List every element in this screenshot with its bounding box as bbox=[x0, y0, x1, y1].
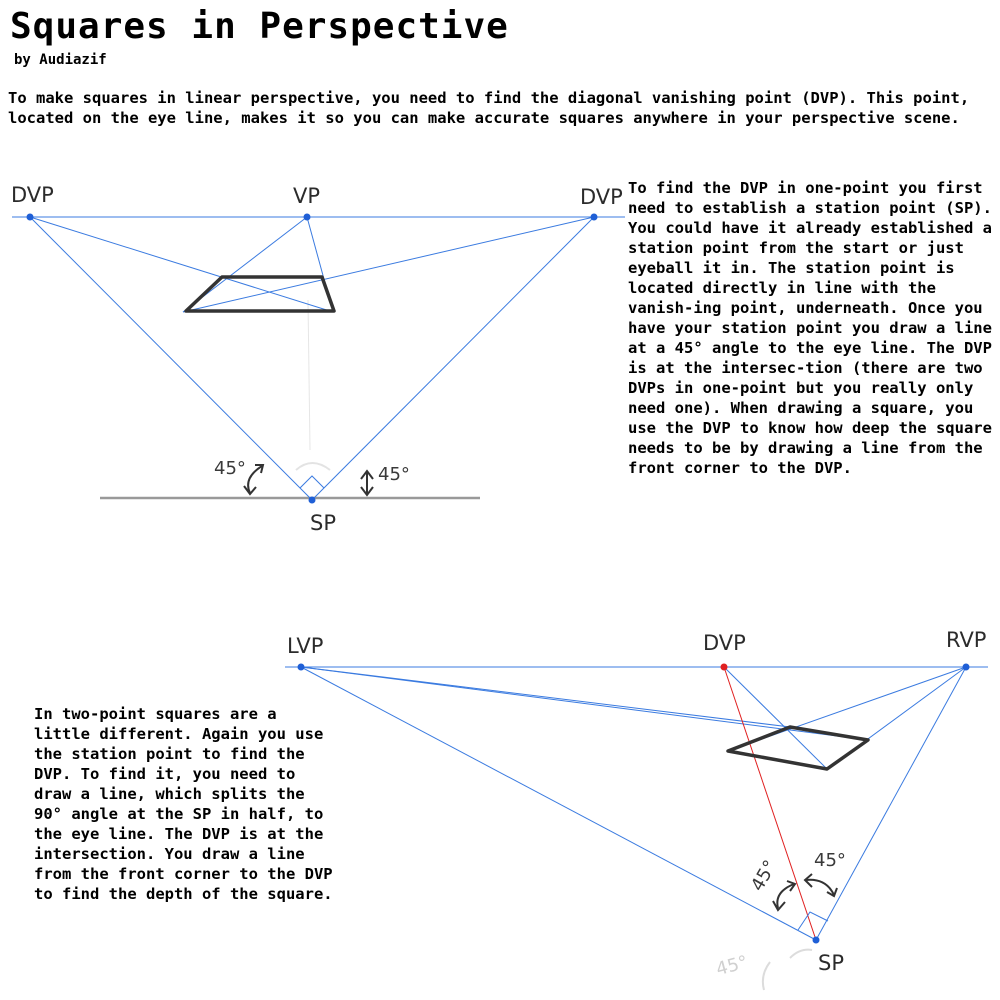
intro-paragraph: To make squares in linear perspective, y… bbox=[8, 89, 970, 127]
label-angle-b: 45° bbox=[814, 850, 846, 871]
sp-point-two-point bbox=[812, 936, 820, 944]
angle-arrow-right-head-b bbox=[360, 486, 374, 497]
label-lvp: LVP bbox=[287, 634, 323, 658]
dvp-point bbox=[720, 663, 728, 671]
label-angle-a: 45° bbox=[747, 857, 781, 895]
sp-to-left-dvp-line bbox=[29, 216, 313, 501]
angle-arrow-left-head-a bbox=[243, 485, 257, 496]
angle-arrow-left bbox=[247, 465, 263, 494]
ghost-arrow-right bbox=[789, 948, 813, 959]
lvp-point bbox=[297, 663, 305, 671]
right-angle-mark-two-point bbox=[797, 911, 829, 931]
front-right-to-left-dvp bbox=[29, 216, 334, 313]
ghost-arrow-left bbox=[761, 961, 771, 991]
one-point-square bbox=[184, 275, 336, 313]
vp-point bbox=[303, 213, 311, 221]
two-point-diagram: LVP DVP RVP SP 45° 45° 45° bbox=[285, 628, 988, 991]
author-byline: by Audiazif bbox=[14, 52, 107, 68]
one-point-explanation: To find the DVP in one-point you first n… bbox=[628, 179, 992, 477]
angle-arrow-b-head-b bbox=[826, 887, 838, 898]
angle-arrow-right-head-a bbox=[360, 469, 374, 480]
vp-to-sp-guide bbox=[307, 299, 311, 451]
dvp-left-point bbox=[26, 213, 34, 221]
rvp-point bbox=[962, 663, 970, 671]
sp-to-dvp-bisector bbox=[723, 666, 817, 941]
lvp-to-sp-line bbox=[300, 666, 817, 941]
two-point-square bbox=[726, 725, 870, 771]
label-rvp: RVP bbox=[946, 628, 986, 652]
label-angle-ghost: 45° bbox=[714, 952, 750, 981]
angle-arrow-a-head-a bbox=[772, 900, 786, 912]
angle-arrow-a-head-b bbox=[786, 880, 797, 892]
label-dvp: DVP bbox=[703, 631, 746, 655]
angle-arrow-b bbox=[805, 878, 835, 896]
sp-point bbox=[308, 496, 316, 504]
page-title: Squares in Perspective bbox=[10, 6, 509, 47]
label-vp: VP bbox=[293, 184, 320, 208]
ghost-arc bbox=[295, 462, 331, 471]
two-point-explanation: In two-point squares are a little differ… bbox=[34, 705, 333, 903]
right-angle-mark bbox=[299, 475, 325, 489]
one-point-diagram: DVP VP DVP SP 45° 45° bbox=[11, 183, 625, 535]
label-sp: SP bbox=[310, 511, 336, 535]
label-dvp-left: DVP bbox=[11, 183, 54, 207]
rvp-to-sp-line bbox=[815, 666, 967, 941]
lvp-to-square-right bbox=[300, 666, 869, 741]
label-angle-right: 45° bbox=[378, 464, 410, 485]
front-left-to-right-dvp bbox=[182, 216, 595, 313]
angle-arrow-left-head-b bbox=[255, 464, 265, 474]
label-angle-left: 45° bbox=[214, 458, 246, 479]
angle-arrow-a bbox=[776, 883, 795, 909]
label-sp-two-point: SP bbox=[818, 951, 844, 975]
dvp-right-point bbox=[590, 213, 598, 221]
dvp-to-square-front bbox=[723, 666, 828, 770]
label-dvp-right: DVP bbox=[580, 185, 623, 209]
angle-arrow-b-head-a bbox=[803, 873, 813, 888]
sp-to-right-dvp-line bbox=[311, 216, 595, 501]
